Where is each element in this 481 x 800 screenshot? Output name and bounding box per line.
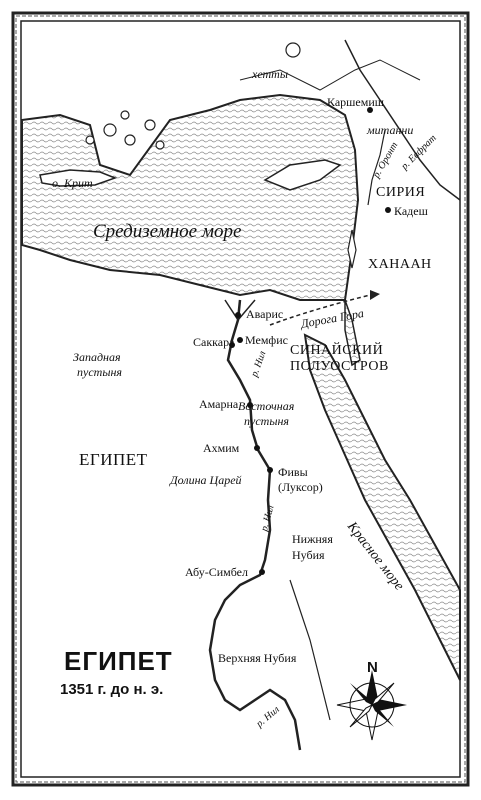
akhmim-dot xyxy=(254,445,260,451)
saqqara-label: Саккара xyxy=(193,335,235,349)
valley-of-kings-label: Долина Царей xyxy=(170,473,242,487)
syria-label: СИРИЯ xyxy=(376,185,426,200)
kadesh-dot xyxy=(385,207,391,213)
north-letter: N xyxy=(367,659,378,676)
map-title: ЕГИПЕТ xyxy=(64,646,173,676)
upper-nubia-label: Верхняя Нубия xyxy=(218,651,297,665)
hittites-label: хетты xyxy=(252,67,288,81)
memphis-dot xyxy=(237,337,243,343)
orontes-river xyxy=(367,129,386,206)
euphrates-river xyxy=(344,39,461,201)
mediterranean-sea-label: Средиземное море xyxy=(93,221,242,242)
amarna-dot xyxy=(247,402,253,408)
lower-nubia-label-2: Нубия xyxy=(292,548,325,562)
horus-road-route xyxy=(269,294,371,326)
thebes-dot xyxy=(267,467,273,473)
egypt-label: ЕГИПЕТ xyxy=(79,450,148,469)
sinai-label-1: СИНАЙСКИЙ xyxy=(290,343,384,358)
red-sea xyxy=(303,333,461,681)
abu-simbel-label: Абу-Симбел xyxy=(185,565,248,579)
abu-simbel-dot xyxy=(259,569,265,575)
eastern-desert-label-1: Восточная xyxy=(238,399,295,413)
memphis-label: Мемфис xyxy=(245,333,288,347)
city-dots xyxy=(229,107,391,575)
compass-rose xyxy=(336,670,407,741)
map-subtitle: 1351 г. до н. э. xyxy=(60,681,164,698)
nile-river xyxy=(208,299,302,751)
amarna-label: Амарна xyxy=(199,397,239,411)
aegean-islands xyxy=(85,42,301,150)
outer-border xyxy=(11,11,470,787)
crete-island xyxy=(39,169,118,187)
sinai-label-2: ПОЛУОСТРОВ xyxy=(290,359,389,374)
carchemish-label: Каршемиш xyxy=(327,95,384,109)
carchemish-dot xyxy=(367,107,373,113)
kadesh-label: Кадеш xyxy=(394,204,428,218)
crete-label: о. Крит xyxy=(52,176,93,190)
lower-nubia-label-1: Нижняя xyxy=(292,532,333,546)
saqqara-dot xyxy=(229,342,235,348)
avaris-label: Аварис xyxy=(246,307,284,321)
thebes-label-1: Фивы xyxy=(278,465,308,479)
cyprus-island xyxy=(263,159,342,191)
western-desert-label-1: Западная xyxy=(73,350,121,364)
thebes-label-2: (Луксор) xyxy=(278,480,323,494)
avaris-dot xyxy=(235,312,241,318)
eastern-desert-label-2: пустыня xyxy=(244,414,289,428)
canaan-label: ХАНААН xyxy=(368,257,432,272)
inner-border xyxy=(20,20,461,778)
mitanni-label: митанни xyxy=(367,123,414,137)
mediterranean-sea xyxy=(21,93,360,301)
western-desert-label-2: пустыня xyxy=(77,365,122,379)
akhmim-label: Ахмим xyxy=(203,441,240,455)
